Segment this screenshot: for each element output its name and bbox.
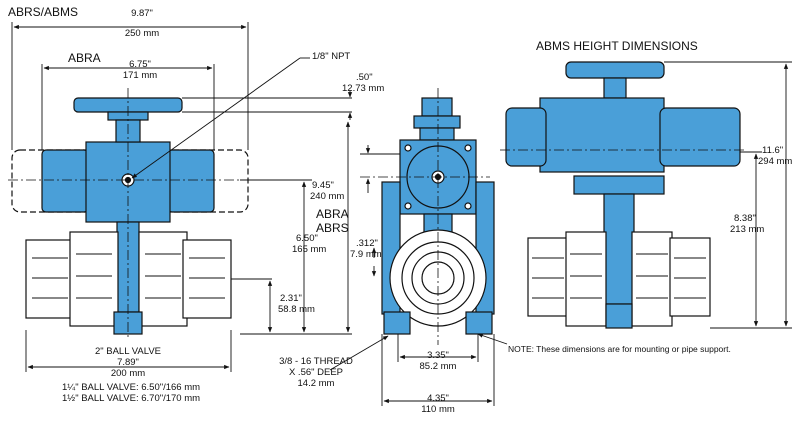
front-view <box>8 88 250 340</box>
mount-335-mm: 85.2 mm <box>419 361 457 372</box>
union-right-outer <box>182 239 232 319</box>
height-650-in: 6.50" <box>296 233 318 244</box>
base-435-mm: 110 mm <box>421 404 455 415</box>
abms-view <box>500 61 746 329</box>
front-dimensions <box>11 22 353 372</box>
valve-1-5: 1½" BALL VALVE: 6.70"/170 mm <box>62 393 201 404</box>
offset-mm: 12.73 mm <box>342 83 385 94</box>
union-left-outer <box>25 239 75 319</box>
small-312-mm: 7.9 mm <box>350 249 382 260</box>
side-handle-cap <box>421 97 453 117</box>
side-dimensions <box>329 145 508 406</box>
height-945-mm: 240 mm <box>310 191 345 202</box>
abra-side-label: ABRA <box>316 207 349 221</box>
height-116-mm: 294 mm <box>758 156 793 167</box>
ball-valve-2: 2" BALL VALVE <box>94 346 162 357</box>
thread-line3: 14.2 mm <box>297 378 335 389</box>
height-116-in: 11.6" <box>762 145 784 156</box>
thread-line1: 3/8 - 16 THREAD <box>279 356 353 367</box>
abrs-side-label: ABRS <box>316 221 349 235</box>
side-view <box>360 88 495 345</box>
abms-handle <box>565 61 665 79</box>
height-650-mm: 165 mm <box>292 244 327 255</box>
base-435-in: 4.35" <box>427 393 449 404</box>
mount-335-in: 3.35" <box>427 350 449 361</box>
length-789-mm: 200 mm <box>110 368 146 379</box>
thread-line2: X .56" DEEP <box>288 367 344 378</box>
small-312-in: .312" <box>356 238 378 249</box>
overall-width-in: 9.87" <box>131 8 153 19</box>
abms-height-title: ABMS HEIGHT DIMENSIONS <box>536 39 698 53</box>
center-231-mm: 58.8 mm <box>278 304 315 315</box>
offset-in: .50" <box>356 72 373 83</box>
height-838-in: 8.38" <box>734 213 756 224</box>
height-945-in: 9.45" <box>312 180 334 191</box>
abms-dimensions <box>664 61 792 329</box>
overall-width-mm: 250 mm <box>124 28 160 39</box>
valve-1-25: 1¼" BALL VALVE: 6.50"/166 mm <box>62 382 201 393</box>
npt-label: 1/8" NPT <box>312 51 351 62</box>
abra-width-mm: 171 mm <box>122 70 158 81</box>
length-789-in: 7.89" <box>117 357 139 368</box>
abms-actuator <box>539 97 665 173</box>
union-right-inner <box>138 231 188 327</box>
height-838-mm: 213 mm <box>730 224 765 235</box>
abra-width-in: 6.75" <box>129 59 151 70</box>
mounting-note: NOTE: These dimensions are for mounting … <box>508 344 731 354</box>
abrs-abms-title: ABRS/ABMS <box>8 5 79 19</box>
actuator-cap-left <box>41 149 89 213</box>
union-left-inner <box>69 231 119 327</box>
abra-title: ABRA <box>68 51 101 65</box>
actuator-cap-right <box>167 149 215 213</box>
center-231-in: 2.31" <box>280 293 302 304</box>
